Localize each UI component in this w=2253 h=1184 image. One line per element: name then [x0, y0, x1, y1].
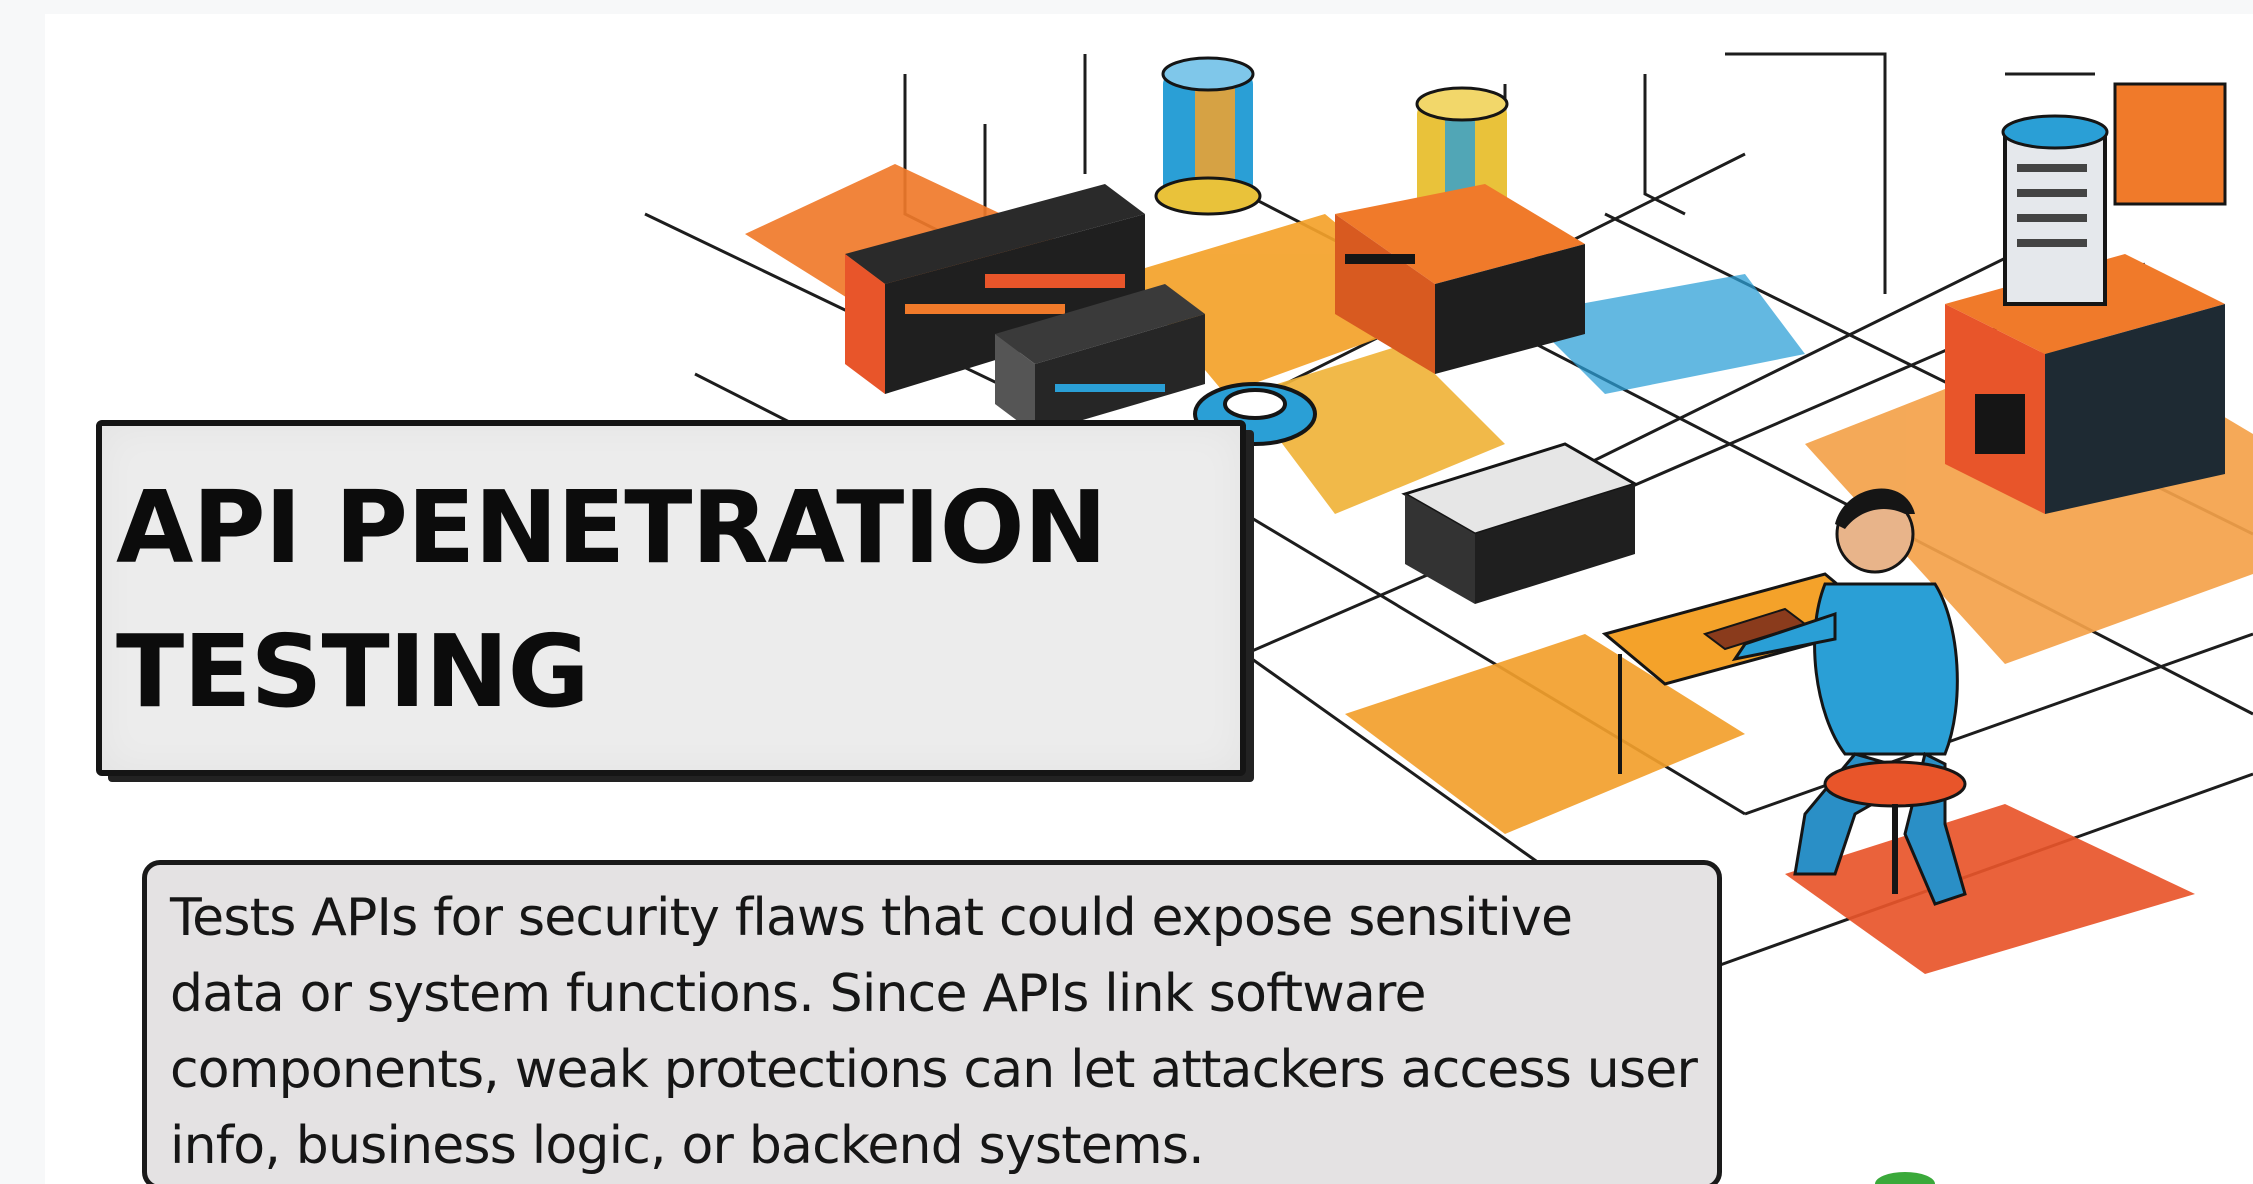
server-rack-2	[995, 284, 1205, 434]
description-line-1: Tests APIs for security flaws that could…	[170, 888, 1573, 948]
description-box	[142, 860, 1722, 1184]
page-title: API PENETRATION TESTING	[116, 456, 1216, 744]
orange-cabinet	[1335, 184, 1585, 374]
server-room-illustration	[644, 52, 2253, 1184]
description-text: Tests APIs for security flaws that could…	[170, 880, 1698, 1184]
server-rack-1	[845, 184, 1145, 394]
network-device	[1401, 442, 1639, 604]
blue-cylinder	[1154, 56, 1262, 216]
description-line-2: data or system functions. Since APIs lin…	[170, 964, 1426, 1024]
green-shape	[1875, 1172, 1935, 1184]
description-line-3: components, weak protections can let att…	[170, 1040, 1698, 1100]
title-box	[96, 420, 1246, 776]
description-line-4: info, business logic, or backend systems…	[170, 1116, 1205, 1176]
title-line-1: API PENETRATION	[116, 469, 1107, 586]
server-tower	[1945, 82, 2227, 514]
title-line-2: TESTING	[116, 613, 590, 730]
slide-card: API PENETRATION TESTING Tests APIs for s…	[45, 14, 2253, 1184]
person-figure	[1731, 488, 1967, 906]
